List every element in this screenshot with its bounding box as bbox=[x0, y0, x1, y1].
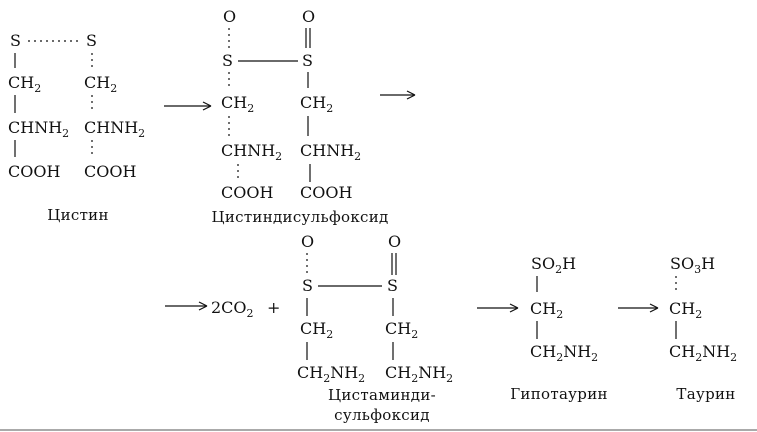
arrow-4 bbox=[477, 303, 519, 313]
disulfoxide-right-cooh: COOH bbox=[300, 183, 352, 202]
cystamine-left-ch2nh2: CH2NH2 bbox=[297, 363, 365, 385]
taurine-ch2nh2: CH2NH2 bbox=[669, 342, 737, 364]
cystamine-right-o: O bbox=[388, 232, 401, 251]
cystine-molecule: S S CH2 CH2 CHNH2 CHNH2 COOH COOH Цистин bbox=[8, 31, 145, 224]
cystamine-disulfoxide-molecule: O O S S CH2 CH2 CH2NH2 CH2NH2 Цистаминди… bbox=[297, 232, 453, 424]
cystine-right-cooh: COOH bbox=[84, 162, 136, 181]
cystamine-left-o: O bbox=[301, 232, 314, 251]
disulfoxide-left-ch2: CH2 bbox=[221, 93, 254, 115]
hypotaurine-molecule: SO2H CH2 CH2NH2 Гипотаурин bbox=[510, 254, 608, 403]
co2-label: 2CO2 bbox=[211, 298, 254, 320]
hypotaurine-so2h: SO2H bbox=[531, 254, 576, 276]
disulfoxide-right-chnh2: CHNH2 bbox=[300, 141, 361, 163]
taurine-so3h: SO3H bbox=[670, 254, 715, 276]
cystine-right-ch2: CH2 bbox=[84, 73, 117, 95]
cystamine-right-ch2: CH2 bbox=[385, 319, 418, 341]
cystine-left-chnh2: CHNH2 bbox=[8, 118, 69, 140]
disulfoxide-name: Цистиндисульфоксид bbox=[211, 208, 388, 226]
cystamine-left-s: S bbox=[302, 276, 313, 295]
disulfoxide-right-ch2: CH2 bbox=[300, 93, 333, 115]
cystamine-left-ch2: CH2 bbox=[300, 319, 333, 341]
disulfoxide-left-chnh2: CHNH2 bbox=[221, 141, 282, 163]
co2-term: 2CO2 + bbox=[211, 298, 280, 320]
plus-sign: + bbox=[267, 298, 280, 317]
hypotaurine-name: Гипотаурин bbox=[510, 385, 608, 403]
arrow-3 bbox=[165, 301, 208, 311]
arrow-2 bbox=[380, 90, 416, 100]
disulfoxide-right-o: O bbox=[302, 7, 315, 26]
taurine-molecule: SO3H CH2 CH2NH2 Таурин bbox=[669, 254, 737, 403]
disulfoxide-left-s: S bbox=[222, 51, 233, 70]
cystamine-name-line2: сульфоксид bbox=[334, 406, 430, 424]
cystamine-name-line1: Цистаминди- bbox=[328, 386, 436, 404]
cystamine-right-s: S bbox=[387, 276, 398, 295]
cystine-left-ch2: CH2 bbox=[8, 73, 41, 95]
arrow-1 bbox=[164, 101, 212, 111]
cystine-left-s: S bbox=[10, 31, 21, 50]
cystamine-right-ch2nh2: CH2NH2 bbox=[385, 363, 453, 385]
hypotaurine-ch2: CH2 bbox=[530, 299, 563, 321]
taurine-ch2: CH2 bbox=[669, 299, 702, 321]
cystine-right-chnh2: CHNH2 bbox=[84, 118, 145, 140]
disulfoxide-left-o: O bbox=[223, 7, 236, 26]
cystine-disulfoxide-molecule: O O S S CH2 CH2 CHNH2 CHNH2 COOH COOH Ци… bbox=[211, 7, 388, 226]
hypotaurine-ch2nh2: CH2NH2 bbox=[530, 342, 598, 364]
cystine-left-cooh: COOH bbox=[8, 162, 60, 181]
disulfoxide-left-cooh: COOH bbox=[221, 183, 273, 202]
cystine-right-s: S bbox=[86, 31, 97, 50]
cystine-name: Цистин bbox=[47, 206, 109, 224]
arrow-5 bbox=[618, 303, 659, 313]
disulfoxide-right-s: S bbox=[302, 51, 313, 70]
taurine-name: Таурин bbox=[676, 385, 735, 403]
